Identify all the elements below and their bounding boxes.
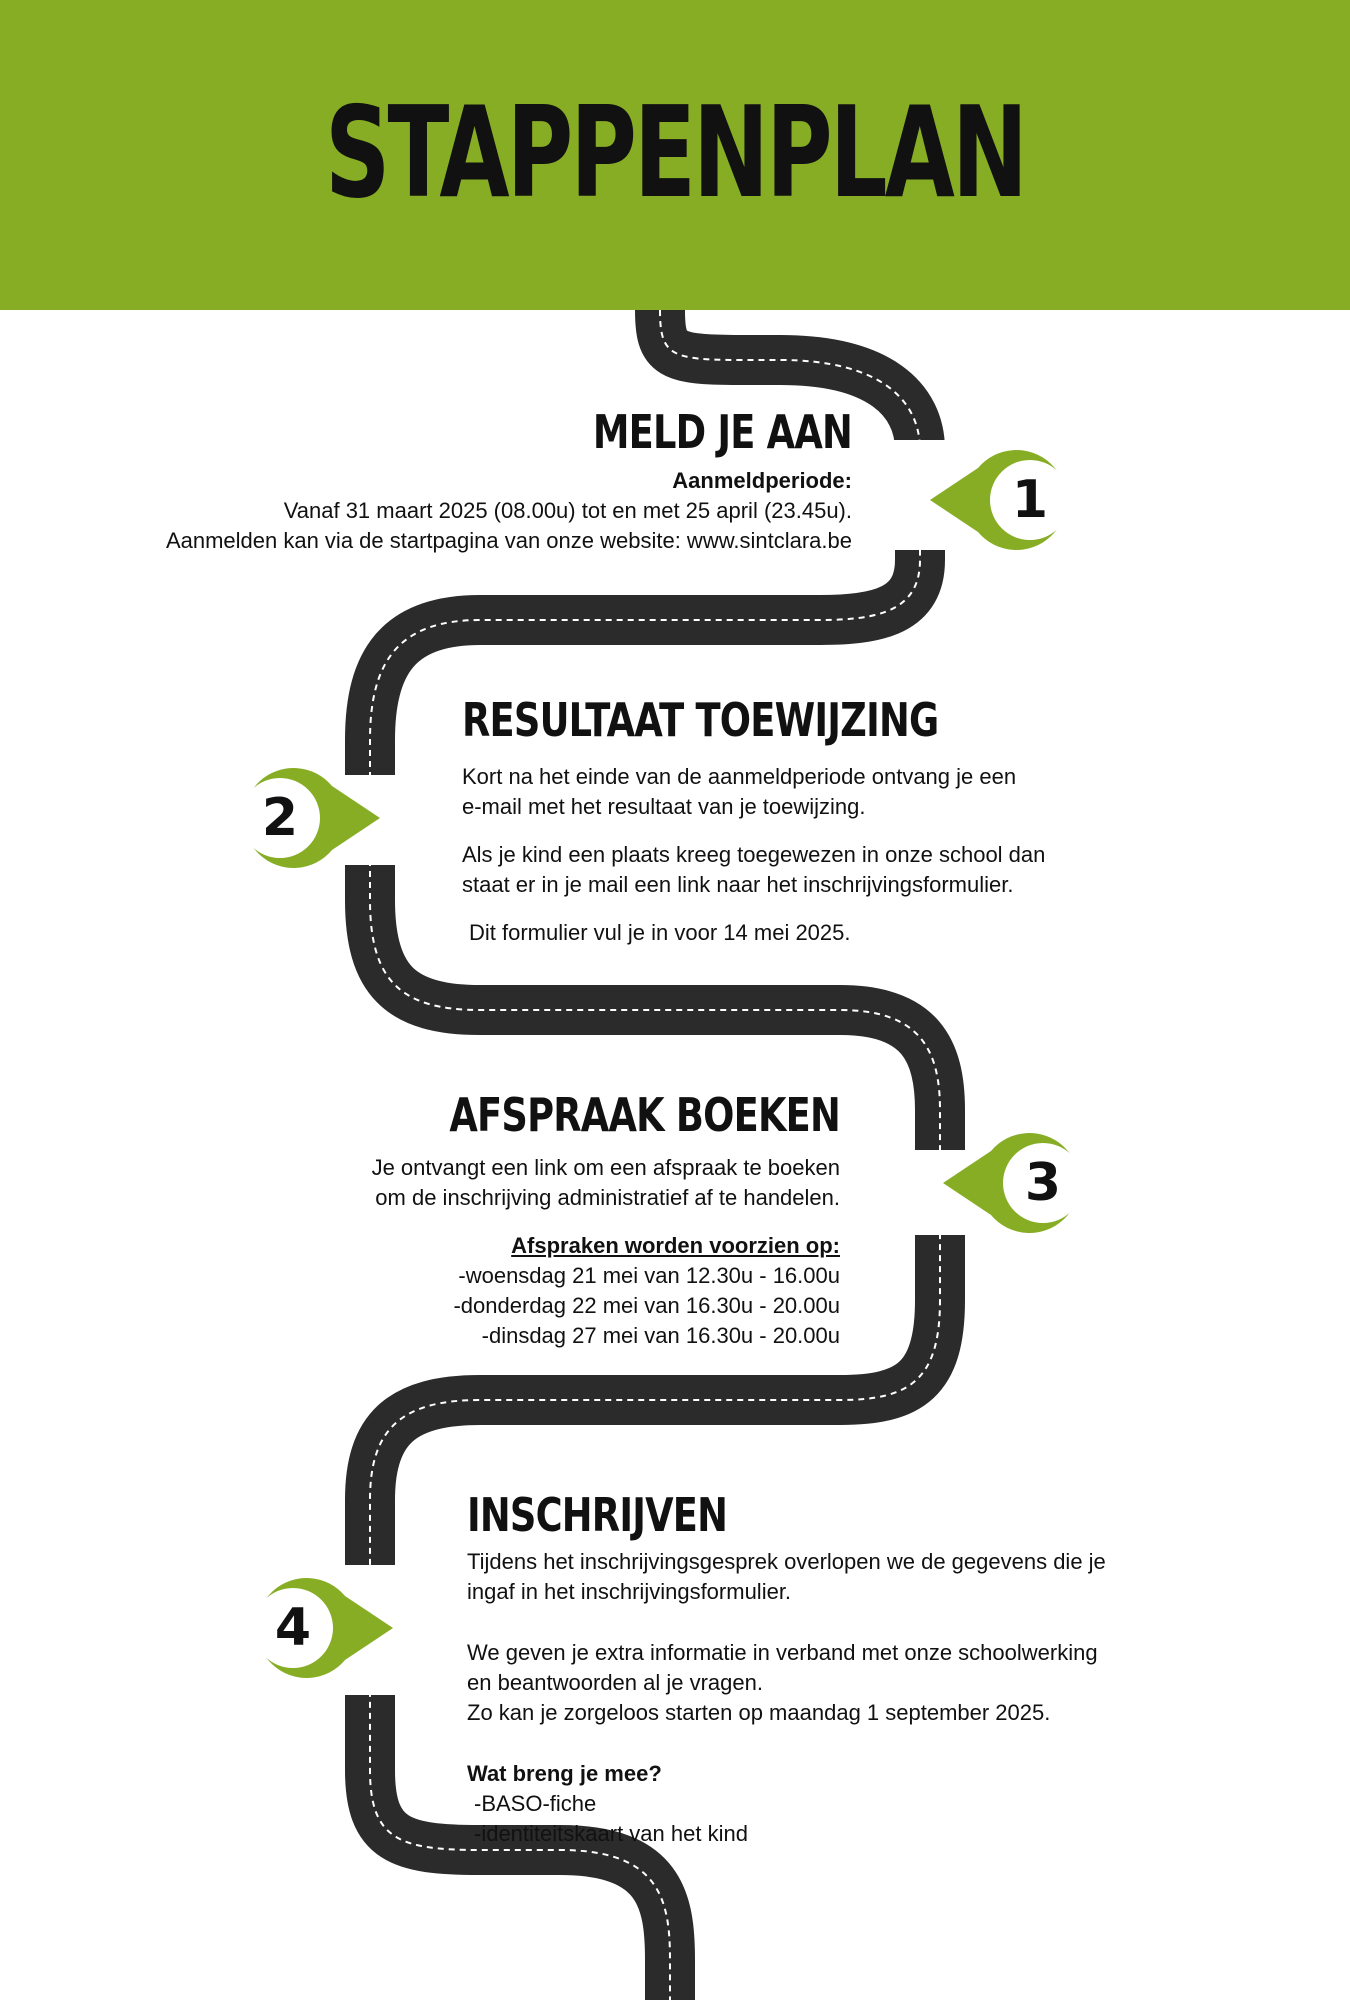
step-heading: RESULTAAT TOEWIJZING — [462, 693, 939, 747]
map-pin-icon — [943, 1133, 1083, 1233]
map-pin-icon — [930, 450, 1070, 550]
step-text-line: en beantwoorden al je vragen. — [467, 1670, 763, 1695]
step-marker-4: 4 — [243, 1578, 393, 1678]
step-text-line: ingaf in het inschrijvingsformulier. — [467, 1579, 792, 1604]
appointment-item: -dinsdag 27 mei van 16.30u - 20.00u — [481, 1323, 840, 1348]
step-4-content: INSCHRIJVEN Tijdens het inschrijvingsges… — [467, 1485, 1167, 1849]
bring-item: -BASO-fiche — [474, 1791, 597, 1816]
step-number: 1 — [1011, 470, 1049, 530]
step-number: 2 — [261, 788, 299, 848]
step-number: 3 — [1024, 1153, 1062, 1213]
step-heading: AFSPRAAK BOEKEN — [449, 1088, 840, 1142]
step-text-line: Vanaf 31 maart 2025 (08.00u) tot en met … — [283, 498, 852, 523]
step-text-line: Aanmelden kan via de startpagina van onz… — [165, 528, 852, 553]
step-text-line: om de inschrijving administratief af te … — [375, 1185, 840, 1210]
step-heading: MELD JE AAN — [592, 405, 853, 459]
step-text-line: Kort na het einde van de aanmeldperiode … — [462, 764, 1017, 789]
step-text-line: Tijdens het inschrijvingsgesprek overlop… — [467, 1549, 1106, 1574]
step-marker-1: 1 — [930, 450, 1080, 550]
step-text-line: Je ontvangt een link om een afspraak te … — [371, 1155, 840, 1180]
step-1-content: MELD JE AAN Aanmeldperiode: Vanaf 31 maa… — [60, 402, 853, 556]
step-2-content: RESULTAAT TOEWIJZING Kort na het einde v… — [462, 690, 1102, 948]
header-banner: STAPPENPLAN — [0, 0, 1350, 310]
page-title: STAPPENPLAN — [324, 79, 1028, 226]
step-text-line: e-mail met het resultaat van je toewijzi… — [462, 794, 866, 819]
step-marker-3: 3 — [943, 1133, 1093, 1233]
step-text-line: Dit formulier vul je in voor 14 mei 2025… — [469, 920, 851, 945]
step-subheading: Aanmeldperiode: — [672, 468, 852, 493]
appointment-item: -woensdag 21 mei van 12.30u - 16.00u — [458, 1263, 840, 1288]
map-pin-icon — [253, 1578, 393, 1678]
step-text-line: Zo kan je zorgeloos starten op maandag 1… — [467, 1700, 1051, 1725]
appointments-label: Afspraken worden voorzien op: — [511, 1233, 840, 1258]
step-text-line: staat er in je mail een link naar het in… — [462, 872, 1014, 897]
map-pin-icon — [240, 768, 380, 868]
bring-label: Wat breng je mee? — [467, 1761, 662, 1786]
step-3-content: AFSPRAAK BOEKEN Je ontvangt een link om … — [240, 1085, 841, 1351]
bring-item: -identiteitskaart van het kind — [474, 1821, 748, 1846]
appointment-item: -donderdag 22 mei van 16.30u - 20.00u — [453, 1293, 840, 1318]
road-surface — [345, 309, 965, 2000]
step-marker-2: 2 — [230, 768, 380, 868]
step-text-line: Als je kind een plaats kreeg toegewezen … — [462, 842, 1046, 867]
step-heading: INSCHRIJVEN — [467, 1488, 728, 1542]
step-number: 4 — [274, 1598, 312, 1658]
step-text-line: We geven je extra informatie in verband … — [467, 1640, 1098, 1665]
